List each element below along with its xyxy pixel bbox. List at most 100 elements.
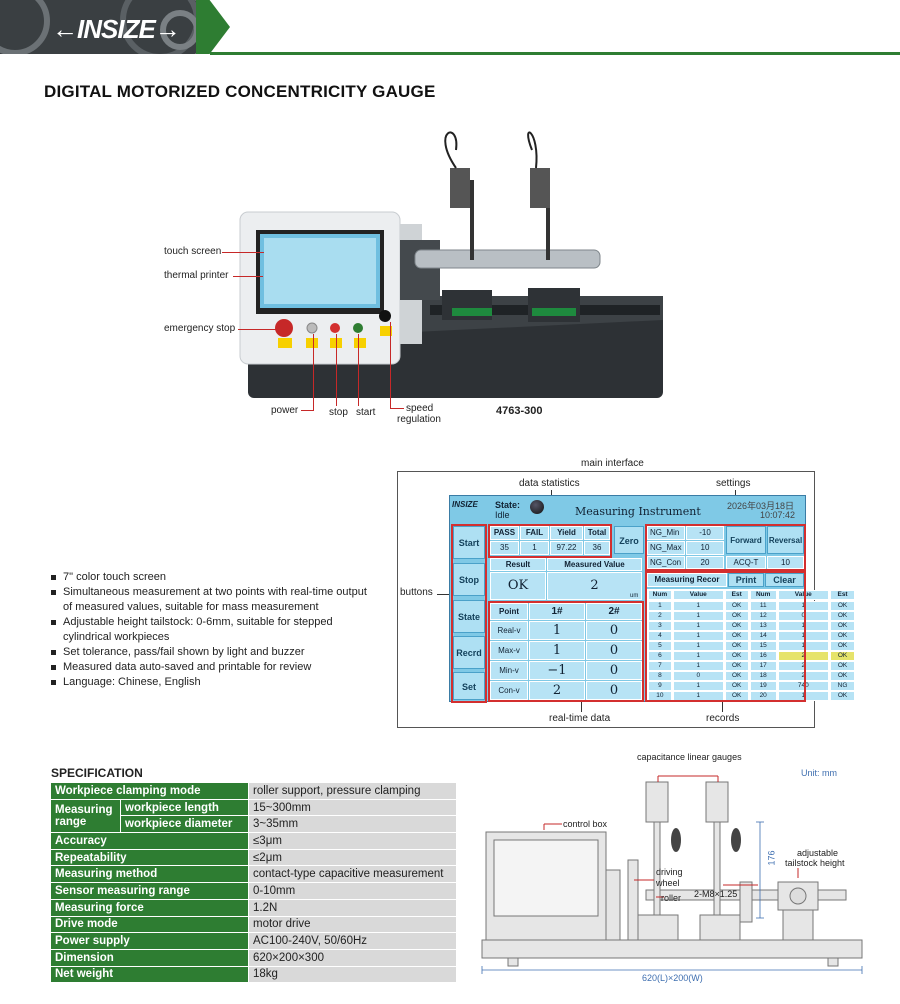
row-value-2: 0	[586, 661, 642, 680]
record-cell: 4	[648, 631, 672, 641]
label-start: start	[356, 407, 376, 418]
record-cell: 740	[777, 681, 829, 691]
state-button[interactable]: State	[453, 600, 485, 633]
record-cell: 1	[672, 611, 724, 621]
record-header: Num	[648, 590, 672, 600]
row-value-1: 1	[529, 621, 585, 640]
spec-value: 0-10mm	[248, 882, 457, 900]
stat-value: 97.22	[550, 541, 583, 555]
label-thread: 2-M8×1.25	[694, 889, 738, 899]
spec-key: Net weight	[50, 965, 249, 984]
record-cell: OK	[829, 641, 856, 651]
label-data-statistics: data statistics	[519, 478, 580, 489]
stat-header: Yield	[550, 526, 583, 540]
ng-max-value[interactable]: 10	[686, 541, 724, 555]
realtime-highlight	[488, 601, 644, 702]
stat-value: 35	[490, 541, 519, 555]
record-cell: OK	[829, 691, 856, 701]
spec-value: 3~35mm	[248, 815, 457, 834]
record-cell: 12	[749, 611, 777, 621]
ng-min-value[interactable]: -10	[686, 526, 724, 540]
stat-header: PASS	[490, 526, 519, 540]
record-button[interactable]: Recrd	[453, 636, 485, 669]
record-cell: 18	[749, 671, 777, 681]
stop-button[interactable]: Stop	[453, 563, 485, 596]
row-value-2: 0	[586, 641, 642, 660]
product-photo	[239, 131, 663, 398]
measured-label: Measured Value	[547, 558, 642, 571]
spec-value: 620×200×300	[248, 948, 457, 967]
stat-value: 36	[584, 541, 610, 555]
zero-button[interactable]: Zero	[614, 526, 644, 554]
feature-list: 7" color touch screen Simultaneous measu…	[50, 570, 370, 690]
print-button[interactable]: Print	[728, 573, 764, 587]
record-cell: 2	[777, 671, 829, 681]
spec-value: ≤3μm	[248, 832, 457, 850]
start-button[interactable]: Start	[453, 526, 485, 559]
forward-button[interactable]: Forward	[726, 526, 766, 554]
record-cell: 1	[672, 651, 724, 661]
spec-key: Sensor measuring range	[50, 882, 249, 900]
buttons-highlight	[451, 524, 487, 703]
record-cell: 3	[648, 621, 672, 631]
spec-value: ≤2μm	[248, 848, 457, 867]
screen-date: 2026年03月18日	[727, 501, 795, 511]
screen-time: 10:07:42	[760, 510, 796, 520]
label-touch-screen: touch screen	[164, 246, 222, 257]
stat-header: Total	[584, 526, 610, 540]
feature-item: Language: Chinese, English	[50, 675, 370, 690]
record-cell: 1	[648, 601, 672, 611]
label-speed: speed	[406, 403, 434, 414]
spec-value: roller support, pressure clamping	[248, 782, 457, 800]
spec-key: Accuracy	[50, 832, 249, 850]
ng-con-value[interactable]: 20	[686, 556, 724, 569]
record-cell: OK	[724, 631, 749, 641]
records-highlight	[645, 571, 806, 702]
device-screen: INSIZE State: Idle Measuring Instrument …	[449, 495, 856, 703]
ng-con-label: NG_Con	[647, 556, 685, 569]
record-cell: 6	[648, 651, 672, 661]
stats-highlight	[488, 524, 612, 558]
reversal-button[interactable]: Reversal	[767, 526, 804, 554]
label-settings: settings	[716, 478, 751, 489]
label-gauges: capacitance linear gauges	[637, 752, 742, 762]
label-power: power	[271, 405, 299, 416]
label-driving: driving	[656, 867, 683, 877]
label-stop: stop	[329, 407, 348, 418]
clear-button[interactable]: Clear	[765, 573, 804, 587]
set-button[interactable]: Set	[453, 672, 485, 700]
record-cell: 1	[672, 681, 724, 691]
record-cell: 19	[749, 681, 777, 691]
spec-key: Measuring range	[50, 798, 121, 834]
record-title: Measuring Recor	[647, 573, 727, 587]
record-cell: 8	[648, 671, 672, 681]
header-arrow	[196, 0, 230, 54]
record-cell: 17	[749, 661, 777, 671]
label-tailstock: tailstock height	[785, 858, 845, 868]
spec-key: Repeatability	[50, 848, 249, 867]
record-header: Est	[829, 590, 856, 600]
row-value-2: 0	[586, 681, 642, 700]
spec-subkey: workpiece length	[120, 798, 249, 817]
record-cell: 5	[648, 641, 672, 651]
spec-key: Drive mode	[50, 915, 249, 934]
record-cell: OK	[829, 671, 856, 681]
record-cell: 2	[777, 651, 829, 661]
screen-logo: INSIZE	[452, 500, 478, 509]
record-cell: 2	[648, 611, 672, 621]
record-cell: OK	[724, 681, 749, 691]
record-header: Value	[777, 590, 829, 600]
record-cell: 0	[672, 671, 724, 681]
acq-value[interactable]: 10	[767, 556, 804, 569]
screen-title: Measuring Instrument	[575, 505, 701, 518]
label-unit: Unit: mm	[801, 768, 837, 778]
label-roller: roller	[661, 893, 682, 903]
record-cell: 15	[749, 641, 777, 651]
record-cell: 1	[672, 631, 724, 641]
record-cell: OK	[829, 631, 856, 641]
